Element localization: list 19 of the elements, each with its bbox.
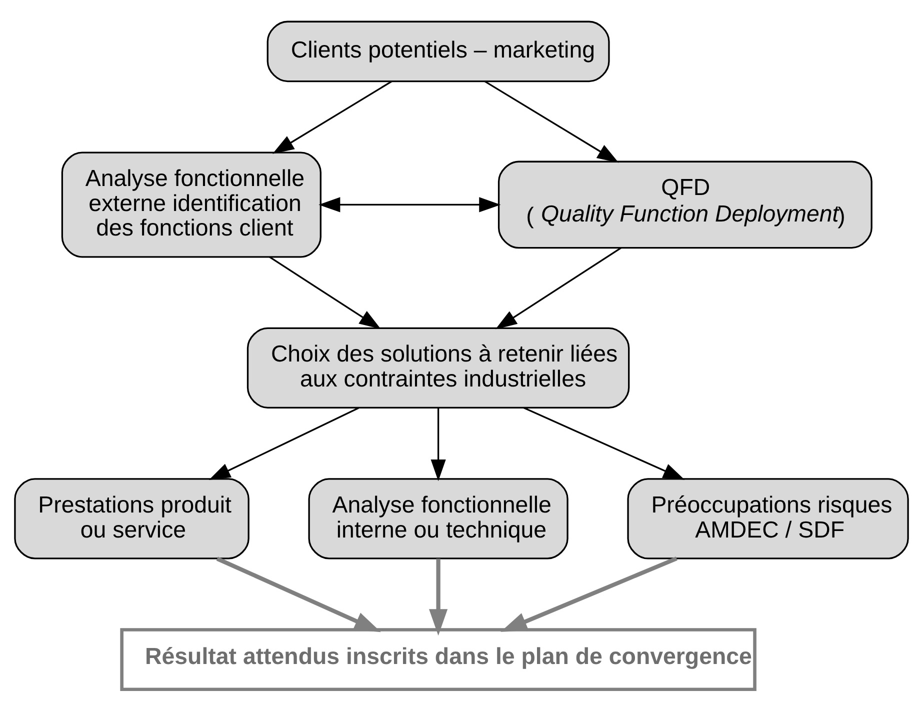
arrow (430, 408, 446, 482)
arrow (484, 80, 619, 163)
node-box: Choix des solutions à retenir liées aux contraintes industrielles (246, 327, 630, 409)
node-box: Résultat attendus inscrits dans le plan de convergence (120, 628, 756, 692)
arrow (523, 407, 685, 480)
node-box: Analyse fonctionnelle externe identification des fonctions client (61, 152, 322, 258)
arrow (500, 556, 678, 632)
arrow (318, 197, 501, 212)
arrow (429, 558, 448, 636)
node-box: Préoccupations risques AMDEC / SDF (627, 478, 909, 560)
arrow (216, 556, 381, 632)
node-box: Clients potentiels – marketing (266, 20, 610, 82)
node-box: QFD (Quality Function Deployment) (498, 160, 872, 249)
arrow (272, 80, 392, 154)
node-box: Analyse fonctionnelle interne ou technique (308, 478, 568, 560)
arrow (495, 247, 622, 330)
arrow (269, 256, 381, 330)
node-box: Prestations produit ou service (14, 478, 250, 560)
arrow (208, 407, 359, 480)
